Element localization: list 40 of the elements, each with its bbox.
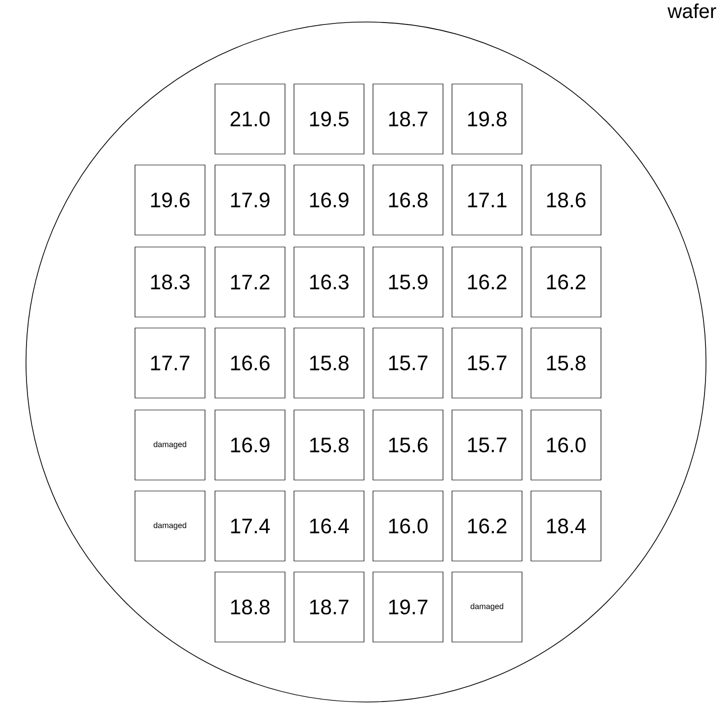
die-box: 16.2 [530,246,602,318]
die-box: 19.6 [134,164,206,236]
die-box: 16.0 [372,490,444,562]
die-box: 16.3 [294,246,364,318]
die-box: 16.4 [294,490,364,562]
die-box: damaged [134,490,206,562]
die-box: 16.9 [294,164,364,236]
die-box: 19.5 [294,84,364,154]
die-box: 17.7 [134,328,206,398]
die-box: 15.7 [452,328,522,398]
die-box: 18.6 [530,164,602,236]
die-box: 15.6 [372,410,444,480]
die-box: 21.0 [214,84,286,154]
die-box: damaged [452,572,522,642]
die-box: 15.8 [294,328,364,398]
die-box: 15.8 [530,328,602,398]
die-box: 17.9 [214,164,286,236]
die-box: 16.0 [530,410,602,480]
die-box: 16.6 [214,328,286,398]
die-box: 17.1 [452,164,522,236]
die-box: damaged [134,410,206,480]
die-box: 19.7 [372,572,444,642]
die-box: 18.7 [372,84,444,154]
die-box: 16.8 [372,164,444,236]
die-box: 16.9 [214,410,286,480]
die-box: 16.2 [452,490,522,562]
wafer-outline [26,22,706,702]
die-box: 18.4 [530,490,602,562]
die-box: 18.7 [294,572,364,642]
die-box: 15.7 [372,328,444,398]
node-label: wafer [668,4,716,18]
die-box: 15.8 [294,410,364,480]
die-box: 17.4 [214,490,286,562]
die-box: 17.2 [214,246,286,318]
die-box: 18.3 [134,246,206,318]
die-box: 19.8 [452,84,522,154]
die-box: 18.8 [214,572,286,642]
die-box: 15.7 [452,410,522,480]
die-box: 16.2 [452,246,522,318]
die-box: 15.9 [372,246,444,318]
